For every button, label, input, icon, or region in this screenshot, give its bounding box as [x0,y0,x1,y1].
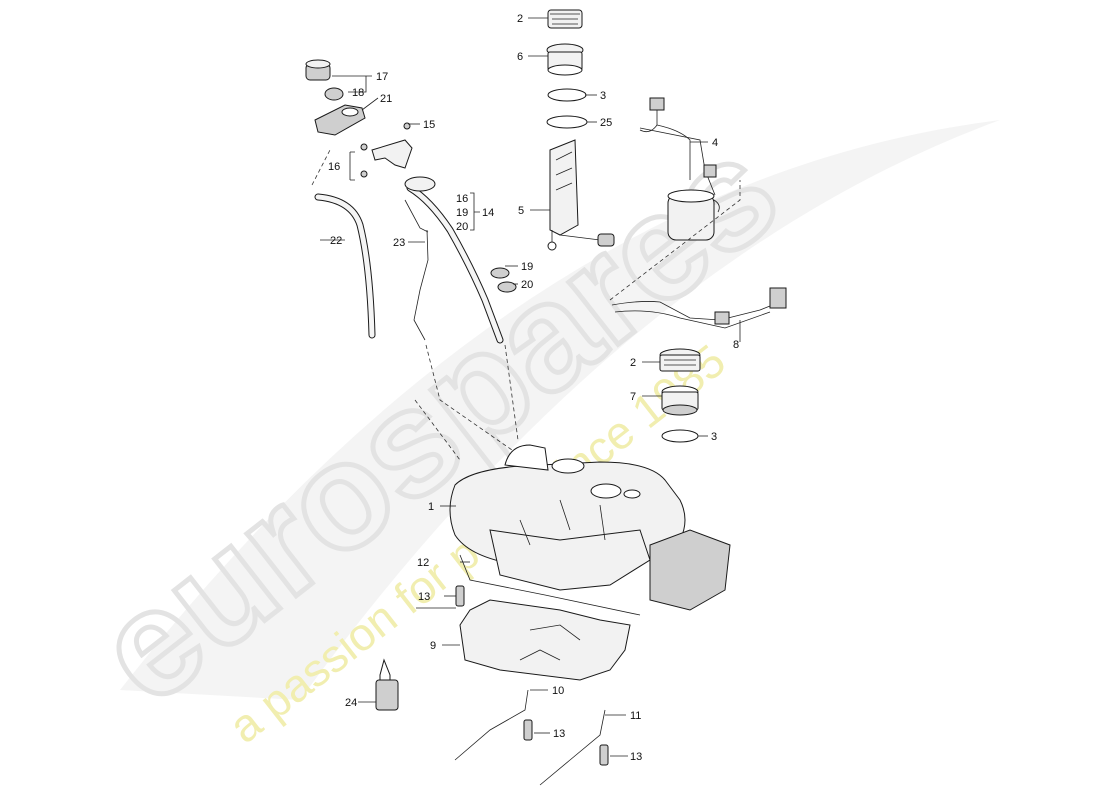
retaining-strap-10[interactable] [454,689,529,761]
callout-24: 24 [345,697,357,709]
grommet-set[interactable] [490,267,517,293]
callout-13-b: 13 [553,728,565,740]
callout-15: 15 [423,119,435,131]
bolt-a[interactable] [455,585,465,607]
callout-13-a: 13 [418,591,430,603]
retaining-strap-11[interactable] [539,709,606,786]
seal-ring-lower[interactable] [661,429,699,443]
seal-ring-25[interactable] [546,115,588,129]
callout-labels: 2 6 3 25 4 5 8 2 7 3 1 12 13 9 10 11 13 … [328,13,739,763]
mounting-bracket[interactable] [360,122,413,178]
seal-ring-top[interactable] [547,88,587,102]
filler-cap[interactable] [305,59,331,81]
vent-hose[interactable] [314,193,376,339]
callout-14: 14 [482,207,494,219]
tank-cap-lower[interactable] [659,348,701,372]
breather-hose[interactable] [413,229,429,341]
leader-lines [320,17,741,757]
callout-2-lower: 2 [630,357,636,369]
heat-shield[interactable] [459,599,631,681]
fuel-sender-unit-lower[interactable] [661,385,699,416]
callout-16-left: 16 [328,161,340,173]
fuel-tank[interactable] [449,444,731,611]
callout-5: 5 [518,205,524,217]
callout-2-top: 2 [517,13,523,25]
bolt-b[interactable] [523,719,533,741]
filler-pipe[interactable] [404,176,504,344]
callout-13-c: 13 [630,751,642,763]
callout-25: 25 [600,117,612,129]
callout-18: 18 [352,87,364,99]
callout-1: 1 [428,501,434,513]
callout-23: 23 [393,237,405,249]
bolt-c[interactable] [599,744,609,766]
wiring-harness[interactable] [611,287,787,329]
callout-20-lower: 20 [521,279,533,291]
callout-3-lower: 3 [711,431,717,443]
reference-lines [311,149,741,461]
tank-cap-top[interactable] [547,9,583,29]
callout-10: 10 [552,685,564,697]
filler-neck-housing[interactable] [314,104,366,136]
callout-4: 4 [712,137,718,149]
suction-jet-pump[interactable] [547,139,615,251]
filler-cap-seal[interactable] [324,87,344,101]
callout-3-top: 3 [600,90,606,102]
retaining-strap-12[interactable] [459,554,641,616]
callout-22: 22 [330,235,342,247]
callout-7: 7 [630,391,636,403]
callout-17: 17 [376,71,388,83]
callout-20-upper: 20 [456,221,468,233]
fuel-sender-unit-top[interactable] [546,43,584,76]
callout-11: 11 [630,710,641,722]
callout-21: 21 [380,93,392,105]
callout-12: 12 [417,557,429,569]
fuel-pump-module[interactable] [639,97,720,241]
callout-6: 6 [517,51,523,63]
sealant-tube[interactable] [375,658,399,711]
callout-9: 9 [430,640,436,652]
callout-19-upper: 19 [456,207,468,219]
callout-16-right: 16 [456,193,468,205]
callout-8: 8 [733,339,739,351]
callout-19-lower: 19 [521,261,533,273]
